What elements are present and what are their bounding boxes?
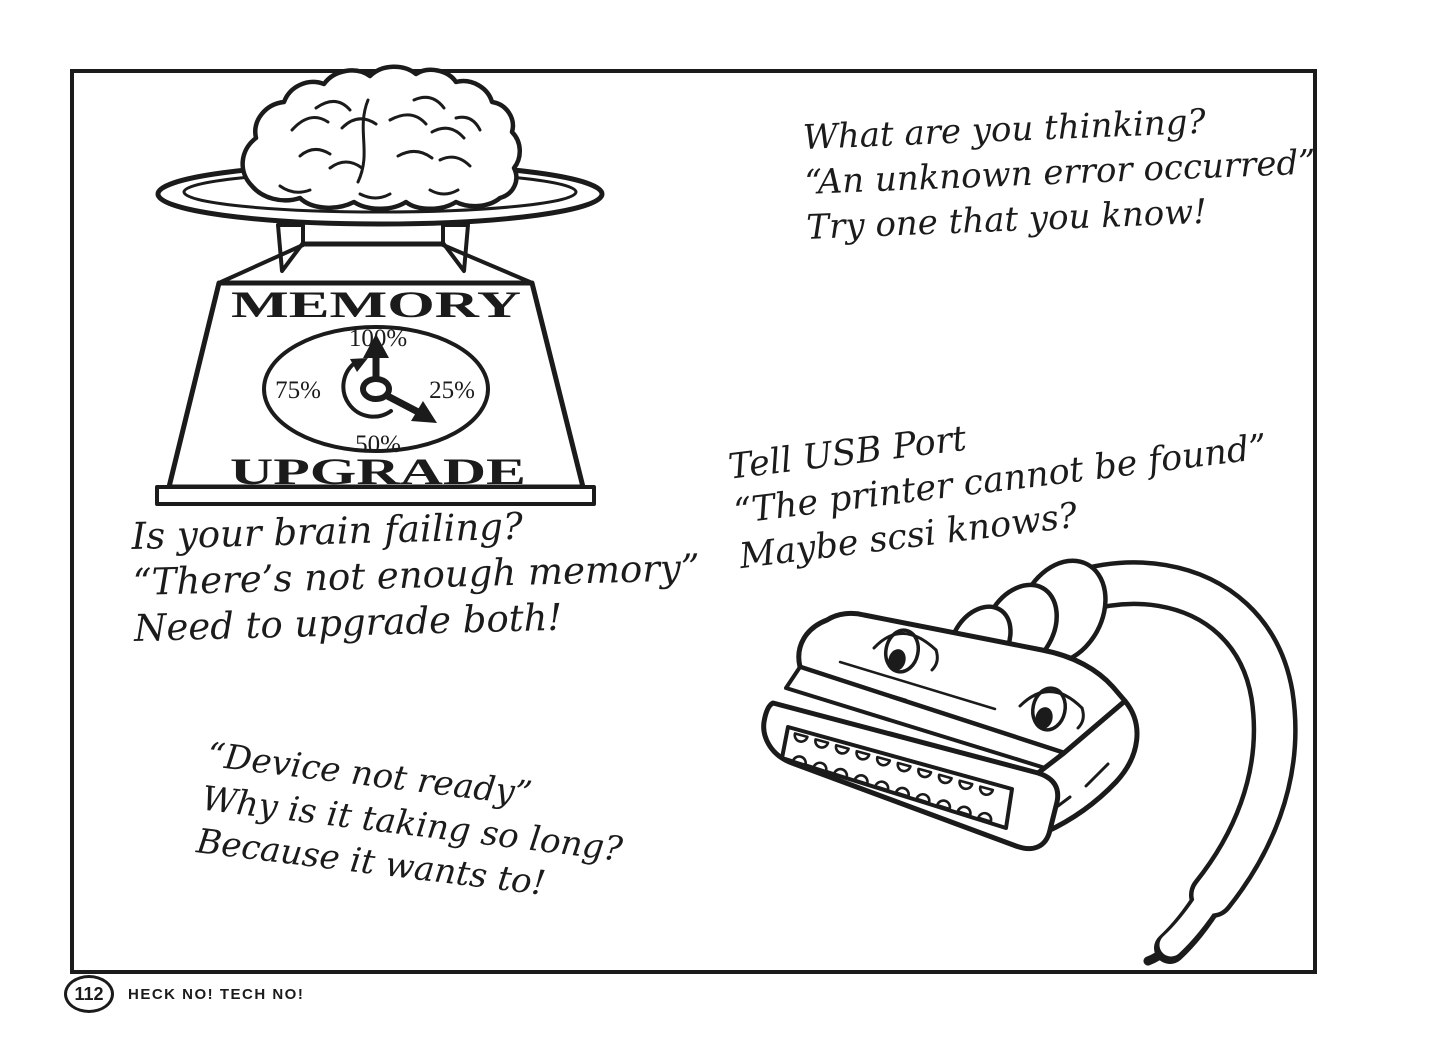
scsi-connector-illustration — [761, 558, 1298, 966]
page-number-badge: 112 — [64, 975, 114, 1013]
page-footer: 112 HECK NO! TECH NO! — [64, 975, 304, 1013]
pin-holes-lower — [791, 755, 993, 823]
joke-brain-failing: Is your brain failing? “There’s not enou… — [131, 499, 702, 651]
gauge-label-75: 75% — [275, 377, 321, 404]
scale-neck — [219, 223, 532, 284]
book-title: HECK NO! TECH NO! — [128, 985, 305, 1003]
memory-gauge: 100% 75% 25% 50% — [262, 325, 490, 458]
brain-folds — [278, 95, 482, 200]
page-border — [70, 69, 1317, 974]
pin-holes-upper — [793, 732, 995, 797]
brain-icon — [240, 64, 522, 211]
right-eye-icon — [1018, 686, 1085, 732]
left-eye-icon — [872, 628, 939, 674]
gauge-rotate-arrow — [341, 360, 393, 419]
scale-label-upgrade: UPGRADE — [230, 452, 526, 493]
gauge-label-25: 25% — [429, 377, 475, 404]
scale-label-memory: MEMORY — [231, 285, 521, 326]
gauge-label-50: 50% — [355, 431, 401, 458]
brain-scale-illustration: MEMORY UPGRADE 100% 75% 25% 50% — [155, 64, 605, 506]
joke-what-are-you-thinking: What are you thinking? “An unknown error… — [802, 95, 1318, 250]
